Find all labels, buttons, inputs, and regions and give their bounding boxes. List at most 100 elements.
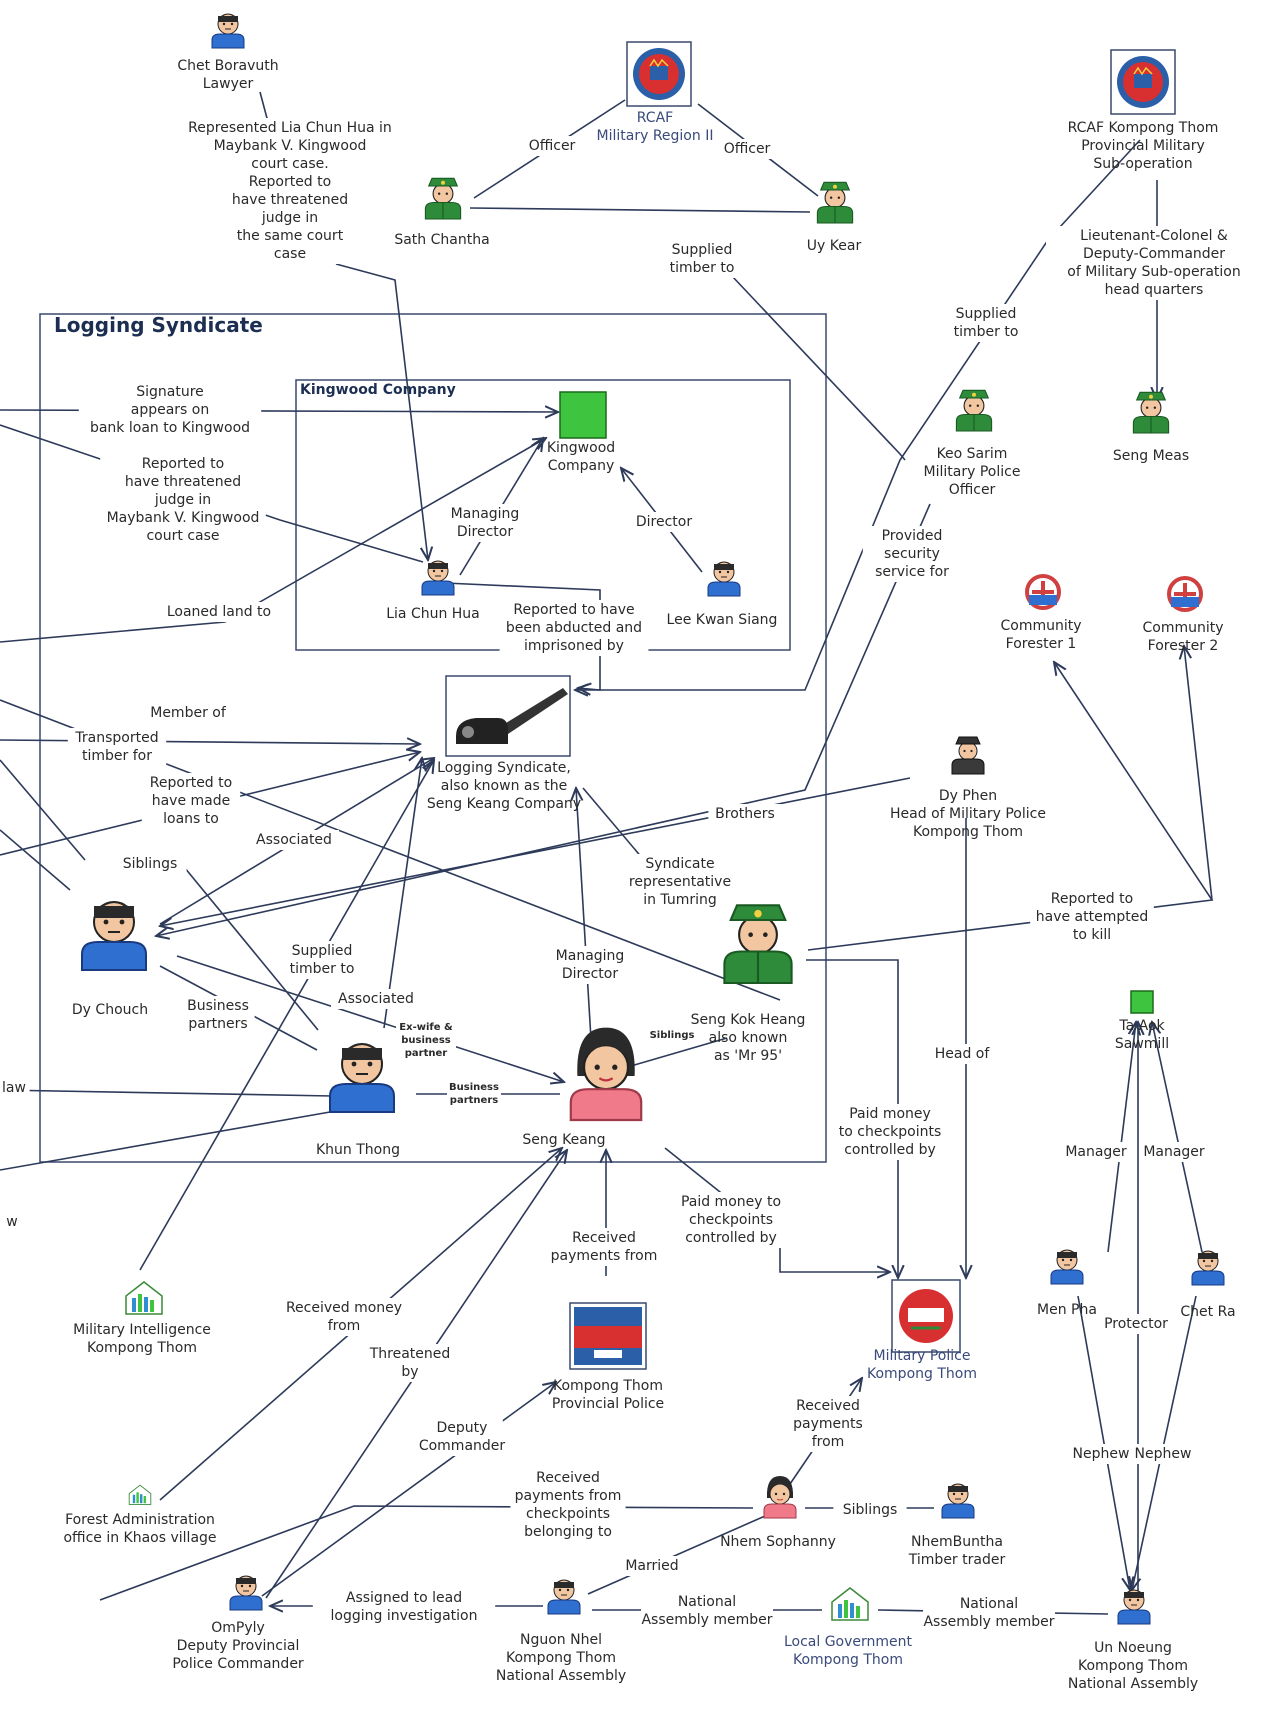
edge-label-bg: [619, 1556, 685, 1576]
edge-label-received-payments-1-line: Received: [572, 1230, 636, 1246]
lia-chun-hua-label-line: Lia Chun Hua: [386, 606, 480, 622]
edge-line: [1107, 1022, 1136, 1253]
om-pyly-label-line: Deputy Provincial: [177, 1638, 300, 1654]
edge-label-manager-2: Manager: [1143, 1144, 1205, 1160]
edge-label-na-member-1-line: Assembly member: [641, 1612, 772, 1628]
edge-label-supplied-timber-2-line: Supplied: [956, 306, 1017, 322]
node-seng-meas[interactable]: Seng Meas: [1113, 391, 1189, 464]
node-khun-thong[interactable]: Khun Thong: [316, 1043, 400, 1158]
edge-label-attempted-kill-line: to kill: [1073, 927, 1111, 943]
edge-label-received-checkpoints-line: Received: [536, 1470, 600, 1486]
seng-meas-label-line: Seng Meas: [1113, 448, 1189, 464]
edge-label-provided-security-line: Provided: [882, 528, 943, 544]
military-police-label-line: Military Police: [874, 1348, 971, 1364]
un-noeung-label-line: Un Noeung: [1094, 1640, 1172, 1656]
edge-label-received-checkpoints-line: checkpoints: [526, 1506, 610, 1522]
edge-label-deputy-commander-line: Commander: [419, 1438, 506, 1454]
edge-label-supplied-timber-3-line: timber to: [290, 961, 355, 977]
edge-line: [259, 91, 269, 123]
community-forester-2-icon: [1167, 576, 1203, 612]
local-government-label-line: Kompong Thom: [793, 1652, 903, 1668]
edge-label-brothers: Brothers: [715, 806, 775, 822]
node-chet-ra[interactable]: Chet Ra: [1180, 1250, 1236, 1320]
seng-kok-heang-label-line: as 'Mr 95': [714, 1048, 782, 1064]
node-men-pha[interactable]: Men Pha: [1037, 1249, 1097, 1318]
edge-line: [0, 1089, 333, 1097]
node-seng-keang[interactable]: Seng Keang: [522, 1026, 643, 1148]
edge-label-represented-line: Reported to: [249, 174, 331, 190]
edge-label-represented-line: have threatened: [232, 192, 348, 208]
nhem-sophanny-label-line: Nhem Sophanny: [720, 1534, 836, 1550]
edge-label-ex-wife-line: Ex-wife &: [399, 1022, 453, 1033]
node-dy-chouch[interactable]: Dy Chouch: [72, 901, 148, 1018]
edge-label-bg: [365, 1344, 455, 1382]
edge-label-bg: [519, 136, 585, 156]
community-forester-1-icon: [1025, 574, 1061, 610]
edge-label-bg: [673, 1192, 789, 1248]
seng-keang-label-line: Seng Keang: [522, 1132, 605, 1148]
node-nhem-sophanny[interactable]: Nhem Sophanny: [720, 1475, 836, 1550]
lia-chun-hua-icon: [421, 560, 455, 596]
edge-label-received-checkpoints-line: belonging to: [524, 1524, 612, 1540]
edge-label-received-payments-2-line: Received: [796, 1398, 860, 1414]
logging-syndicate-label-line: also known as the: [441, 778, 567, 794]
edge-label-bg: [100, 454, 266, 546]
edge-label-lieutenant-colonel-line: of Military Sub-operation: [1067, 264, 1240, 280]
node-uy-kear[interactable]: Uy Kear: [807, 181, 862, 254]
edge-label-threatened-by-line: Threatened: [369, 1346, 451, 1362]
edge-label-bg: [833, 1500, 907, 1520]
edge-line: [160, 777, 911, 926]
om-pyly-label-line: OmPyly: [211, 1620, 265, 1636]
edge-label-business-partners-1-line: partners: [188, 1016, 247, 1032]
edge-label-married-line: Married: [625, 1558, 678, 1574]
node-lia-chun-hua[interactable]: Lia Chun Hua: [386, 560, 480, 622]
edge-label-head-of: Head of: [935, 1046, 991, 1062]
edge-label-nephew-1: Nephew: [1073, 1446, 1130, 1462]
edge-label-nephew-2-line: Nephew: [1135, 1446, 1192, 1462]
node-sath-chantha[interactable]: Sath Chantha: [394, 177, 490, 248]
edge-label-bg: [929, 1044, 995, 1064]
edge-label-bg: [141, 773, 241, 829]
military-intelligence-label-line: Kompong Thom: [87, 1340, 197, 1356]
nhem-sophanny-label: Nhem Sophanny: [720, 1534, 836, 1550]
node-lee-kwan-siang[interactable]: Lee Kwan Siang: [667, 561, 778, 628]
edge-label-nephew-2: Nephew: [1135, 1446, 1192, 1462]
edge-line: [176, 955, 564, 1082]
edge-label-business-partners-2-line: Business: [449, 1082, 499, 1093]
seng-meas-label: Seng Meas: [1113, 448, 1189, 464]
edge-label-na-member-2-line: Assembly member: [923, 1614, 1054, 1630]
